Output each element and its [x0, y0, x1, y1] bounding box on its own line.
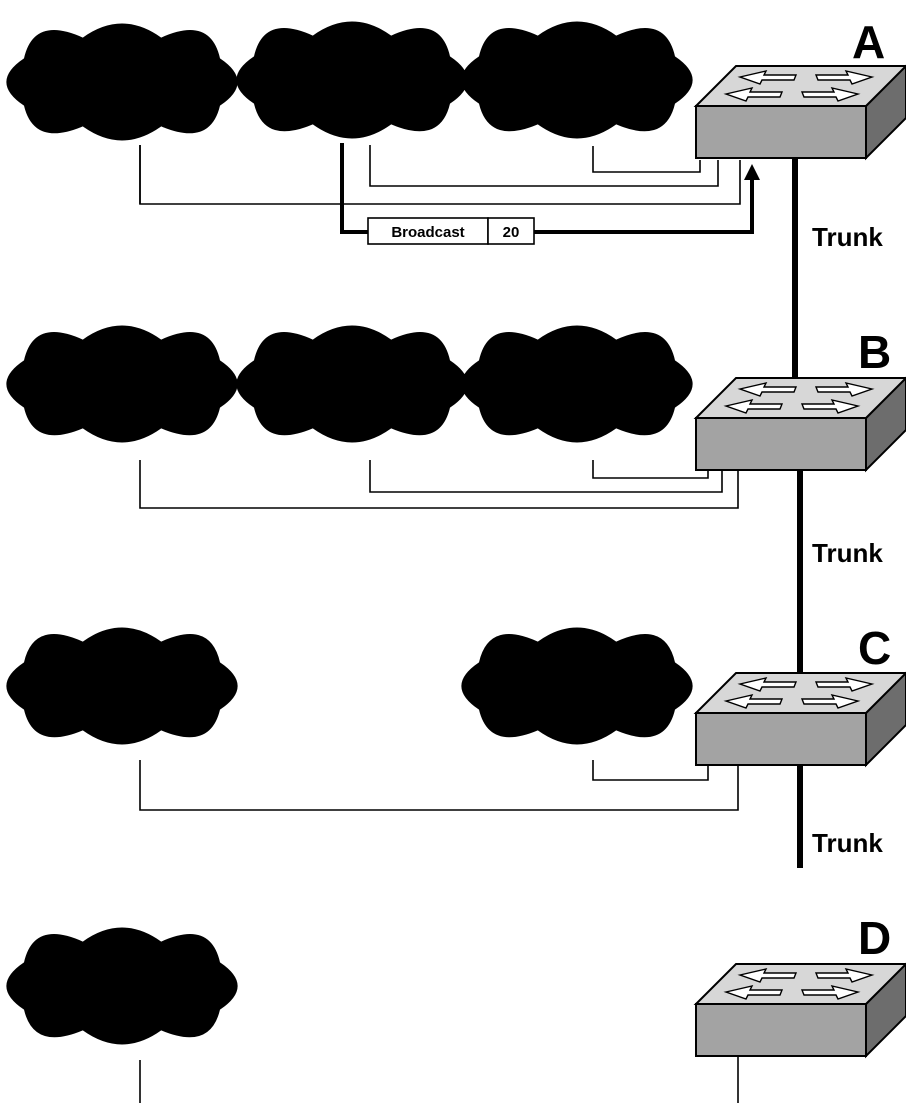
- switch-a-label: A: [852, 16, 885, 68]
- cloud-b-vlan30-name: Engineering: [514, 388, 635, 411]
- cable-b-vlan30: [592, 460, 709, 479]
- cloud-b-vlan20-number: VLAN 20: [307, 360, 393, 383]
- cloud-a-vlan30: [461, 21, 693, 139]
- frame-type-box: [367, 217, 489, 245]
- switch-d-icon: [695, 963, 906, 1057]
- frame-vlan-tag: 20: [503, 224, 520, 241]
- cloud-d-vlan10-number: VLAN 10: [77, 962, 163, 985]
- cable-c-vlan30: [592, 758, 709, 781]
- cable-c-vlan10: [139, 758, 739, 811]
- cloud-b-vlan30: [461, 325, 693, 443]
- cloud-a-vlan30-name: Engineering: [514, 84, 635, 107]
- cloud-d-vlan10-name: Accounting: [62, 990, 178, 1013]
- cloud-b-vlan20: [236, 325, 468, 443]
- cable-b-vlan20: [369, 460, 723, 493]
- broadcast-frame: Broadcast 20: [367, 217, 535, 245]
- cable-a-vlan20: [369, 145, 719, 187]
- cloud-b-vlan20-name: Management: [286, 388, 414, 411]
- trunk-label-a-b: Trunk: [812, 222, 883, 252]
- cloud-a-vlan20: [236, 21, 468, 139]
- switch-c-label: C: [858, 622, 891, 674]
- switch-c-icon: [695, 672, 906, 766]
- cloud-d-vlan10: [6, 927, 238, 1045]
- cable-a-vlan30: [592, 146, 701, 173]
- cloud-a-vlan20-number: VLAN 20: [307, 56, 393, 79]
- cloud-a-vlan10-number: VLAN 10: [77, 58, 163, 81]
- switch-b-label: B: [858, 326, 891, 378]
- cloud-a-vlan10-name: Accounting: [62, 86, 178, 109]
- cloud-b-vlan30-number: VLAN 30: [532, 360, 618, 383]
- cloud-c-vlan10: [6, 627, 238, 745]
- cable-a-vlan10: [139, 145, 741, 205]
- cloud-c-vlan10-name: Accounting: [62, 690, 178, 713]
- trunk-label-b-c: Trunk: [812, 538, 883, 568]
- cloud-c-vlan30: [461, 627, 693, 745]
- cloud-c-vlan10-number: VLAN 10: [77, 662, 163, 685]
- cloud-a-vlan10: [6, 23, 238, 141]
- cloud-a-vlan20-name: Management: [286, 84, 414, 107]
- cloud-c-vlan30-number: VLAN 30: [532, 662, 618, 685]
- switch-d-label: D: [858, 912, 891, 964]
- cable-b-vlan10: [139, 460, 739, 509]
- broadcast-path-arrow: [340, 143, 760, 234]
- cloud-a-vlan30-number: VLAN 30: [532, 56, 618, 79]
- cloud-b-vlan10: [6, 325, 238, 443]
- cloud-b-vlan10-name: Accounting: [62, 388, 178, 411]
- switch-a-icon: [695, 65, 906, 159]
- switch-b-icon: [695, 377, 906, 471]
- frame-type-label: Broadcast: [391, 224, 464, 241]
- cloud-c-vlan30-name: Engineering: [514, 690, 635, 713]
- trunk-label-c-d: Trunk: [812, 828, 883, 858]
- cloud-b-vlan10-number: VLAN 10: [77, 360, 163, 383]
- frame-tag-box: [487, 217, 535, 245]
